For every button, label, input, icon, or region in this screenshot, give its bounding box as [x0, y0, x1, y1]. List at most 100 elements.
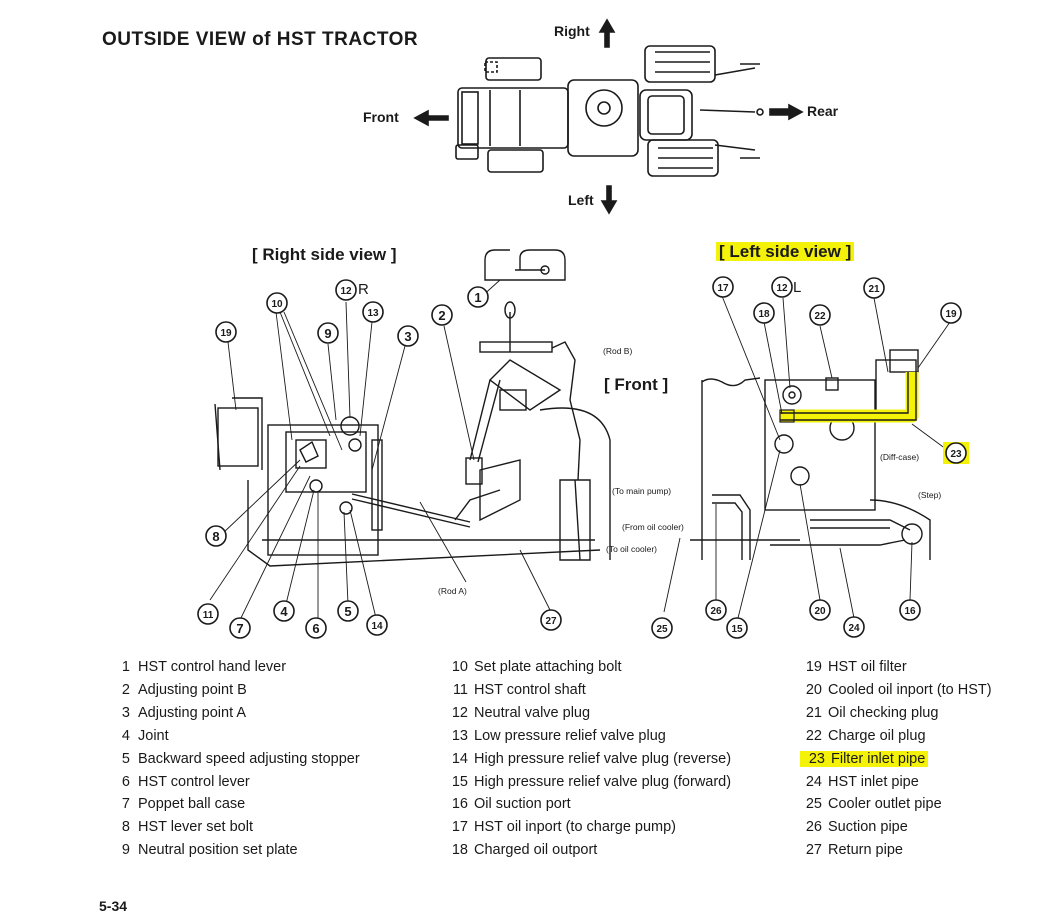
left-side-view-title: [ Left side view ]	[716, 242, 855, 261]
callout-16: 16	[899, 599, 921, 621]
svg-text:3: 3	[404, 329, 411, 344]
svg-text:6: 6	[312, 621, 319, 636]
svg-text:25: 25	[656, 624, 668, 635]
svg-text:20: 20	[814, 606, 826, 617]
svg-text:24: 24	[848, 623, 860, 634]
tractor-top-view-illustration	[413, 18, 804, 215]
svg-text:8: 8	[212, 529, 219, 544]
callout-25: 25	[651, 617, 673, 639]
callout-12l: 12	[771, 276, 793, 298]
callout-8: 8	[205, 525, 227, 547]
svg-text:1: 1	[474, 290, 481, 305]
svg-text:13: 13	[367, 308, 379, 319]
callout-13: 13	[362, 301, 384, 323]
callout-27: 27	[540, 609, 562, 631]
svg-text:23: 23	[950, 449, 962, 460]
svg-text:11: 11	[203, 610, 214, 621]
callout-2: 2	[431, 304, 453, 326]
front-marker-label: [ Front ]	[604, 375, 669, 394]
page-title: OUTSIDE VIEW of HST TRACTOR	[102, 29, 419, 50]
svg-text:10: 10	[271, 299, 283, 310]
direction-right-label: Right	[554, 23, 590, 39]
svg-text:26: 26	[710, 606, 722, 617]
callout-18: 18	[753, 302, 775, 324]
callout-12r: 12	[335, 279, 357, 301]
svg-text:18: 18	[758, 309, 770, 320]
page-number: 5-34	[99, 898, 128, 914]
direction-left-label: Left	[568, 192, 594, 208]
callout-14: 14	[366, 614, 388, 636]
right-side-view-title: [ Right side view ]	[252, 245, 397, 264]
callout-12-right-suffix: R	[358, 281, 369, 298]
svg-text:27: 27	[545, 616, 557, 627]
rod-b-label: (Rod B)	[603, 346, 633, 356]
svg-text:19: 19	[945, 309, 957, 320]
callout-1: 1	[467, 286, 489, 308]
callout-4: 4	[273, 600, 295, 622]
svg-text:15: 15	[731, 624, 743, 635]
svg-text:12: 12	[340, 286, 352, 297]
svg-text:5: 5	[344, 604, 351, 619]
rod-a-label: (Rod A)	[438, 586, 467, 596]
callout-7: 7	[229, 617, 251, 639]
callout-5: 5	[337, 600, 359, 622]
arrow-right-icon	[756, 103, 804, 121]
callout-11: 11	[197, 603, 219, 625]
arrow-up-icon	[598, 18, 616, 48]
callout-21: 21	[863, 277, 885, 299]
svg-text:21: 21	[868, 284, 880, 295]
callout-3: 3	[397, 325, 419, 347]
svg-text:22: 22	[814, 311, 826, 322]
callout-24: 24	[843, 616, 865, 638]
arrow-down-icon	[600, 185, 618, 215]
to-oil-cooler-label: (To oil cooler)	[606, 544, 658, 554]
svg-text:2: 2	[438, 308, 445, 323]
svg-text:16: 16	[904, 606, 916, 617]
callout-22: 22	[809, 304, 831, 326]
svg-text:14: 14	[371, 621, 383, 632]
callout-15: 15	[726, 617, 748, 639]
callout-20: 20	[809, 599, 831, 621]
from-oil-cooler-label: (From oil cooler)	[622, 522, 684, 532]
callout-23: 23	[943, 442, 969, 464]
svg-text:7: 7	[236, 621, 243, 636]
svg-text:9: 9	[324, 326, 331, 341]
callout-26: 26	[705, 599, 727, 621]
callout-12-left-suffix: L	[793, 279, 802, 296]
direction-front-label: Front	[363, 109, 399, 125]
callout-6: 6	[305, 617, 327, 639]
svg-text:4: 4	[280, 604, 288, 619]
to-main-pump-label: (To main pump)	[612, 486, 672, 496]
svg-text:17: 17	[717, 283, 729, 294]
callout-17: 17	[712, 276, 734, 298]
arrow-left-icon	[413, 109, 449, 127]
